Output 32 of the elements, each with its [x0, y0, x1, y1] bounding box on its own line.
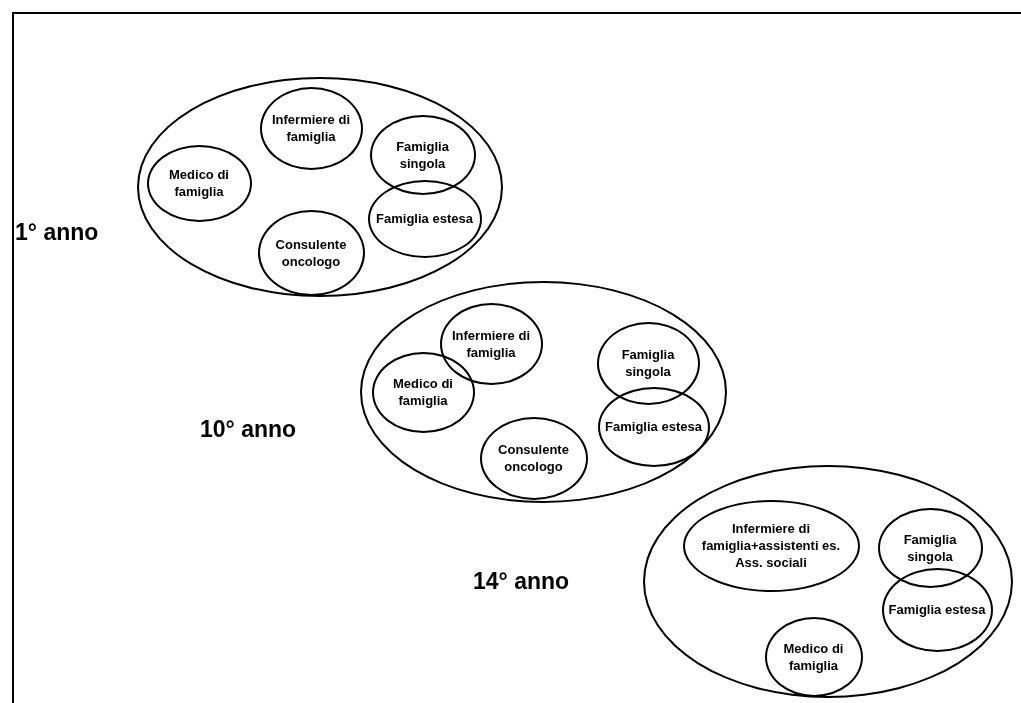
node-label: Famiglia singola [620, 346, 676, 380]
node-label: Famiglia estesa [375, 210, 474, 227]
node-label: Infermiere di famiglia+assistenti es. Ass. sociali [700, 520, 842, 571]
node-label: Famiglia estesa [604, 418, 703, 435]
node-label: Medico di famiglia [782, 639, 845, 674]
role-ellipse [877, 507, 983, 588]
year-label: 1° anno [15, 218, 99, 246]
node-label: Consulente oncologo [274, 235, 348, 270]
role-ellipse [259, 86, 363, 170]
year-label: 10° anno [200, 415, 297, 443]
node-label: Famiglia singola [395, 137, 450, 172]
node-label: Famiglia singola [902, 530, 958, 565]
role-ellipse [369, 114, 476, 195]
role-ellipse [479, 416, 588, 500]
role-ellipse [596, 321, 700, 405]
node-label: Consulente oncologo [497, 441, 570, 475]
node-label: Infermiere di famiglia [271, 111, 351, 145]
role-ellipse [682, 499, 860, 592]
role-ellipse [764, 616, 863, 697]
node-label: Medico di famiglia [392, 375, 454, 409]
role-ellipse [146, 144, 252, 222]
node-label: Medico di famiglia [168, 166, 230, 200]
node-label: Famiglia estesa [887, 601, 987, 618]
group-ellipse [360, 281, 727, 503]
year-label: 14° anno [473, 567, 570, 595]
group-ellipse [137, 77, 503, 297]
role-ellipse [257, 209, 365, 296]
node-label: Infermiere di famiglia [451, 326, 531, 361]
role-ellipse [367, 179, 482, 258]
role-ellipse [881, 567, 993, 652]
group-ellipse [643, 465, 1013, 698]
role-ellipse [597, 386, 710, 467]
